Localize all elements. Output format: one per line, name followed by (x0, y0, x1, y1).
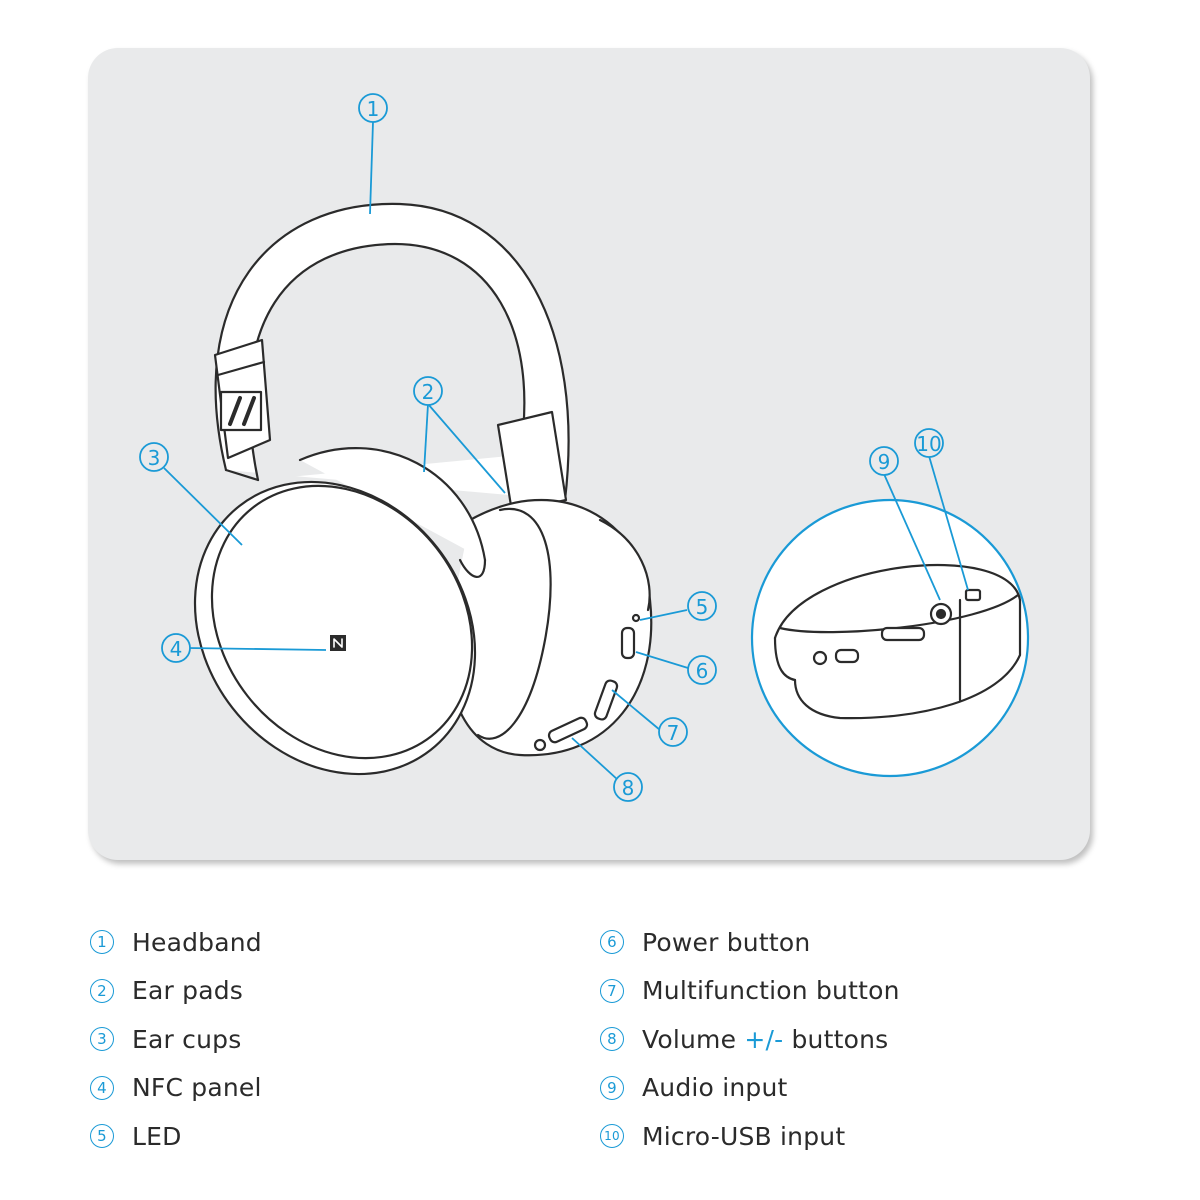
legend-label: Audio input (642, 1073, 788, 1103)
legend-number: 8 (600, 1027, 624, 1052)
legend-item-audio-input: 9 Audio input (600, 1064, 900, 1113)
callout-10-number: 10 (916, 432, 941, 456)
legend-label: Ear cups (132, 1024, 242, 1054)
leader-lines (163, 121, 969, 781)
callout-3-number: 3 (148, 446, 161, 470)
callout-7 (658, 717, 688, 747)
callout-8 (613, 772, 643, 802)
nfc-icon (330, 635, 346, 651)
legend-label: NFC panel (132, 1073, 262, 1103)
legend-number: 7 (600, 978, 624, 1003)
callout-8-number: 8 (622, 776, 635, 800)
callout-2-number: 2 (422, 380, 435, 404)
legend-label-accent: +/- (744, 1024, 784, 1054)
callout-6 (687, 655, 717, 685)
legend-number: 3 (90, 1027, 114, 1052)
legend-label: Micro-USB input (642, 1121, 846, 1151)
sennheiser-logo-icon (219, 390, 263, 432)
legend-label: Ear pads (132, 976, 244, 1006)
callout-4-number: 4 (170, 637, 183, 661)
legend-item-micro-usb-input: 10 Micro-USB input (600, 1112, 900, 1161)
legend-label: LED (132, 1121, 182, 1151)
callouts (139, 93, 944, 802)
callout-1 (358, 93, 388, 123)
legend-label: Headband (132, 927, 262, 957)
legend-number: 4 (90, 1075, 114, 1100)
legend-number: 10 (600, 1124, 624, 1149)
detail-magnifier (750, 498, 1030, 778)
legend-item-ear-cups: 3 Ear cups (90, 1015, 262, 1064)
legend-label: Volume +/- buttons (642, 1025, 888, 1054)
legend-item-headband: 1 Headband (90, 918, 262, 967)
legend-item-ear-pads: 2 Ear pads (90, 967, 262, 1016)
callout-5 (687, 591, 717, 621)
legend-item-volume-buttons: 8 Volume +/- buttons (600, 1015, 900, 1064)
callout-2 (413, 376, 443, 406)
legend-label: Multifunction button (642, 976, 900, 1006)
ear-cup-right-drawing (447, 498, 653, 757)
legend-item-led: 5 LED (90, 1112, 262, 1161)
legend-item-nfc-panel: 4 NFC panel (90, 1064, 262, 1113)
callout-9-number: 9 (878, 450, 891, 474)
callout-10 (914, 428, 944, 458)
ear-cup-left-drawing (193, 447, 487, 776)
legend-number: 9 (600, 1075, 624, 1100)
callout-3 (139, 442, 169, 472)
callout-1-number: 1 (367, 97, 380, 121)
legend-item-power-button: 6 Power button (600, 918, 900, 967)
legend-item-multifunction-button: 7 Multifunction button (600, 967, 900, 1016)
legend-number: 1 (90, 930, 114, 955)
headband-drawing (213, 202, 570, 514)
legend-label-suffix: buttons (783, 1024, 889, 1054)
callout-4 (161, 633, 191, 663)
legend-column-right: 6 Power button 7 Multifunction button 8 … (600, 918, 900, 1161)
legend-number: 5 (90, 1124, 114, 1149)
legend-column-left: 1 Headband 2 Ear pads 3 Ear cups 4 NFC p… (90, 918, 262, 1161)
callout-9 (869, 446, 899, 476)
legend-label: Power button (642, 927, 811, 957)
legend-number: 2 (90, 978, 114, 1003)
callout-7-number: 7 (667, 721, 680, 745)
callout-5-number: 5 (696, 595, 709, 619)
legend-number: 6 (600, 930, 624, 955)
callout-6-number: 6 (696, 659, 709, 683)
legend-label-prefix: Volume (642, 1024, 745, 1054)
